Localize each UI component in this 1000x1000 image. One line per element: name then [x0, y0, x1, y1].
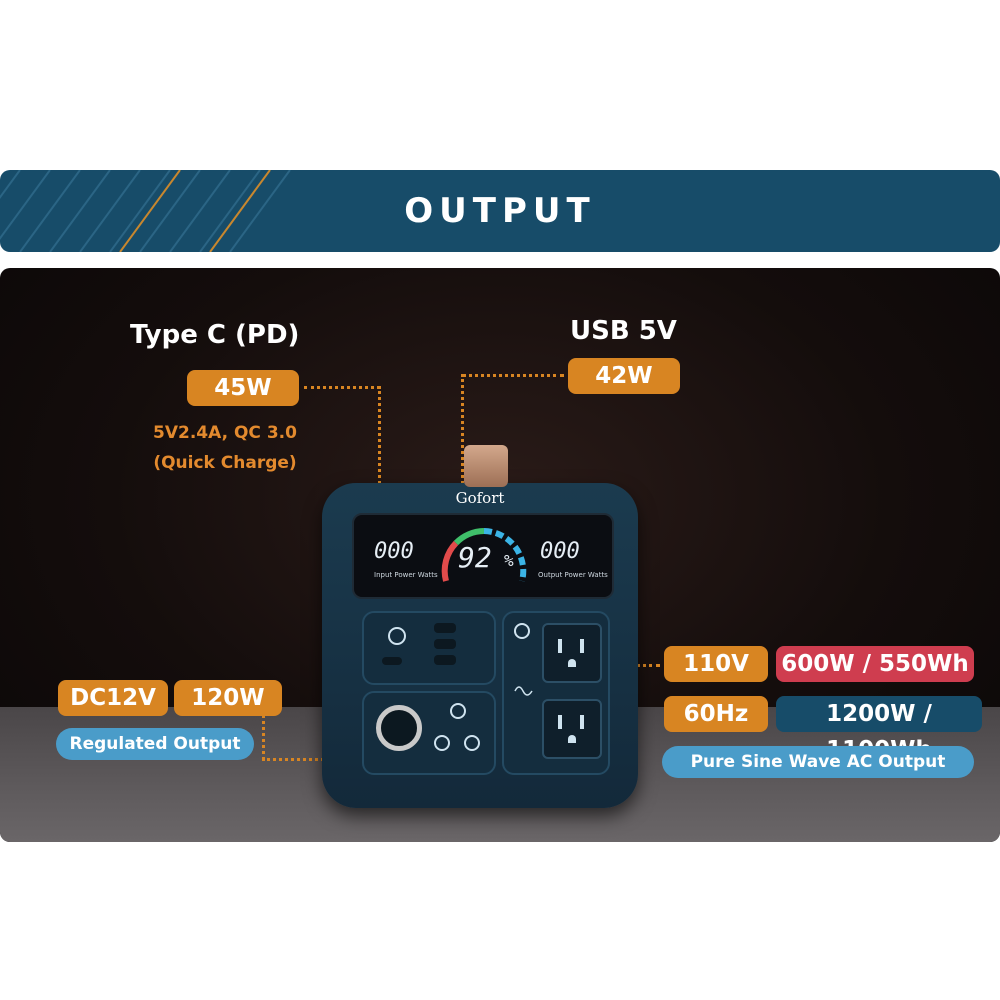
typec-spec-line2: (Quick Charge)	[153, 453, 297, 473]
header-banner: OUTPUT	[0, 170, 1000, 252]
usb-heading: USB 5V	[570, 316, 677, 346]
product-stage: Type C (PD) 45W 5V2.4A, QC 3.0 (Quick Ch…	[0, 268, 1000, 842]
sine-wave-icon	[514, 686, 533, 696]
ac-power-button[interactable]	[514, 623, 530, 639]
output-power-label: Output Power Watts	[538, 571, 608, 579]
usb-a-port-3	[434, 655, 456, 665]
usb-c-port	[382, 657, 402, 665]
battery-percentage: 92	[458, 541, 492, 574]
stripe-decoration	[0, 170, 291, 252]
ac-rating-1200-badge: 1200W / 1100Wh	[776, 696, 982, 763]
typec-leader-h	[304, 386, 380, 389]
battery-gauge-arc	[441, 528, 527, 582]
ac-outlet-2	[542, 699, 602, 759]
ac-voltage-badge: 110V	[664, 646, 768, 682]
ac-label-badge: Pure Sine Wave AC Output	[662, 746, 974, 778]
lcd-screen: 000 Input Power Watts 92 % 000 Output Po…	[352, 513, 614, 599]
dc-voltage-badge: DC12V	[58, 680, 168, 716]
dc-watt-badge: 120W	[174, 680, 282, 716]
output-power-readout: 000	[540, 539, 580, 564]
dc-label-badge: Regulated Output	[56, 728, 254, 760]
usb-panel	[362, 611, 496, 685]
dc-panel	[362, 691, 496, 775]
dc-leader-v	[262, 698, 265, 760]
typec-heading: Type C (PD)	[130, 320, 300, 350]
input-power-label: Input Power Watts	[374, 571, 438, 579]
typec-spec: 5V2.4A, QC 3.0 (Quick Charge)	[140, 418, 310, 478]
car-socket	[376, 705, 422, 751]
ac-frequency-badge: 60Hz	[664, 696, 768, 732]
usb-power-button[interactable]	[388, 627, 406, 645]
input-power-readout: 000	[374, 539, 414, 564]
dc-power-button[interactable]	[450, 703, 466, 719]
page-title: OUTPUT	[404, 191, 596, 231]
brand-logo: Gofort	[455, 489, 505, 507]
power-station: Gofort 000 Input Power Watts 92 % 000 Ou…	[322, 445, 638, 808]
handle	[464, 445, 508, 487]
ac-outlet-1	[542, 623, 602, 683]
usb-a-port-1	[434, 623, 456, 633]
dc-port-2	[464, 735, 480, 751]
battery-percent-sign: %	[504, 551, 514, 570]
ac-panel	[502, 611, 610, 775]
ac-rating-600-badge: 600W / 550Wh	[776, 646, 974, 682]
dc-port-1	[434, 735, 450, 751]
usb-watt-badge: 42W	[568, 358, 680, 394]
typec-spec-line1: 5V2.4A, QC 3.0	[153, 423, 297, 443]
usb-leader-h	[462, 374, 564, 377]
usb-a-port-2	[434, 639, 456, 649]
typec-watt-badge: 45W	[187, 370, 299, 406]
